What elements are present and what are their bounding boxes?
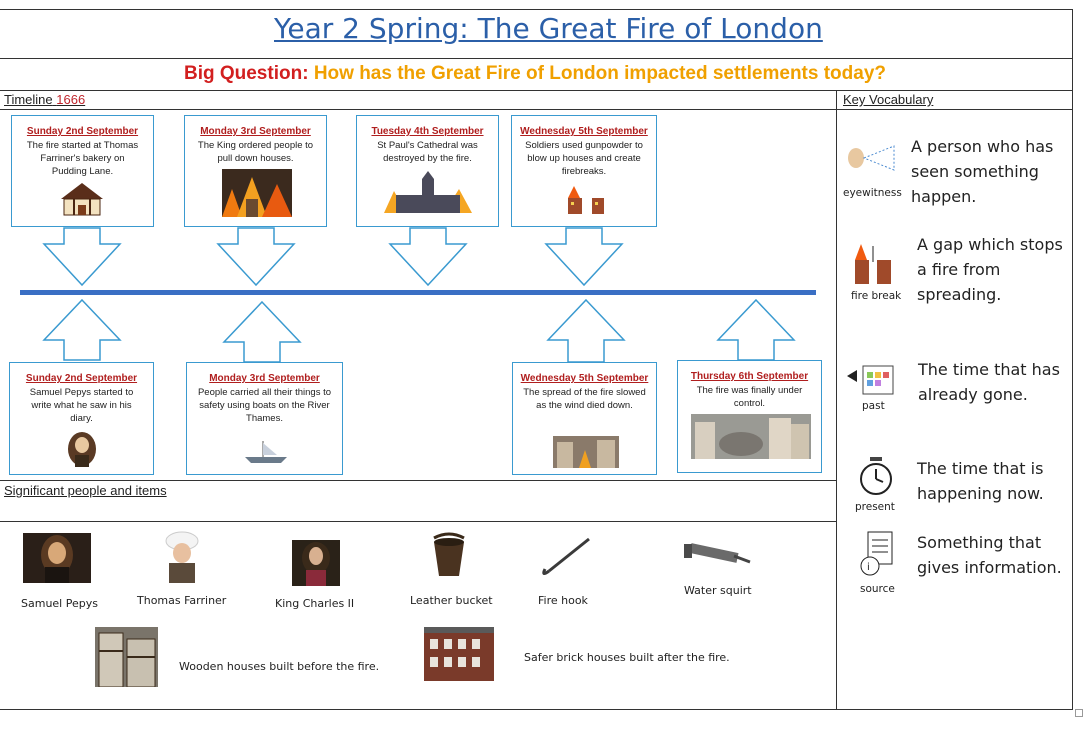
event-text: St Paul's Cathedral was destroyed by the… — [377, 140, 478, 164]
ruined-street-icon — [691, 414, 811, 459]
samuel-pepys-portrait — [23, 533, 91, 583]
down-arrow — [544, 227, 624, 287]
vocab-definition: A gap which stops a fire from spreading. — [917, 235, 1063, 304]
title-bottom-rule — [0, 58, 1073, 59]
vocab-word: eyewitness — [843, 187, 902, 199]
king-charles-portrait — [292, 540, 340, 586]
item-label: Water squirt — [684, 584, 752, 597]
event-date: Wednesday 5th September — [520, 373, 649, 384]
event-text: The King ordered people to pull down hou… — [197, 140, 314, 164]
vocab-divider — [836, 90, 837, 710]
bottom-border — [0, 709, 1073, 710]
wooden-houses-photo — [95, 627, 158, 687]
event-box-top: Tuesday 4th September St Paul's Cathedra… — [356, 115, 499, 227]
event-box-top: Monday 3rd September The King ordered pe… — [184, 115, 327, 227]
timeline-graphic — [20, 227, 816, 363]
up-arrow — [546, 298, 626, 363]
heading-bottom-rule — [0, 109, 1073, 110]
event-date: Sunday 2nd September — [26, 126, 139, 137]
down-arrow — [42, 227, 122, 287]
event-date: Sunday 2nd September — [25, 373, 138, 384]
item-label: Thomas Farriner — [137, 594, 227, 607]
clock-icon — [860, 457, 892, 495]
event-date: Wednesday 5th September — [520, 126, 648, 137]
top-border — [0, 9, 1073, 10]
item-label: Leather bucket — [410, 594, 493, 607]
smouldering-street-icon — [553, 436, 619, 468]
burning-houses-icon — [222, 169, 292, 217]
vocab-definition: The time that is happening now. — [917, 459, 1044, 503]
svg-text:i: i — [867, 562, 870, 573]
event-date: Monday 3rd September — [209, 373, 320, 384]
event-box-bottom: Thursday 6th September The fire was fina… — [677, 360, 822, 473]
big-question-text: How has the Great Fire of London impacte… — [313, 63, 887, 84]
thomas-farriner-baker — [165, 531, 199, 583]
down-arrow — [388, 227, 468, 287]
up-arrow — [716, 298, 796, 361]
item-label: Fire hook — [538, 594, 588, 607]
vocab-heading: Key Vocabulary — [843, 92, 934, 107]
item-label: Wooden houses built before the fire. — [179, 660, 380, 673]
timeline-bar — [20, 290, 816, 295]
vocab-definition: A person who has seen something happen. — [911, 137, 1054, 206]
event-text: The fire was finally under control. — [696, 385, 803, 409]
item-label: Samuel Pepys — [21, 597, 98, 610]
document-source-icon: i — [860, 531, 893, 576]
vocab-word: past — [862, 400, 885, 412]
item-label: King Charles II — [275, 597, 355, 610]
event-box-bottom: Wednesday 5th September The spread of th… — [512, 362, 657, 475]
right-border — [1072, 9, 1073, 710]
vocab-definition: The time that has already gone. — [918, 360, 1060, 404]
vocab-definition: Something that gives information. — [917, 533, 1062, 577]
event-date: Thursday 6th September — [690, 371, 809, 382]
bakery-house-icon — [61, 183, 103, 216]
calendar-past-icon — [847, 365, 894, 395]
people-heading-rule — [0, 521, 836, 522]
event-date: Monday 3rd September — [200, 126, 311, 137]
item-label: Safer brick houses built after the fire. — [524, 651, 730, 664]
event-box-top: Sunday 2nd September The fire started at… — [11, 115, 154, 227]
eye-witness-icon — [848, 145, 895, 171]
burning-cathedral-icon — [384, 171, 472, 213]
up-arrow — [42, 298, 122, 361]
event-text: People carried all their things to safet… — [197, 387, 332, 424]
event-text: Samuel Pepys started to write what he sa… — [29, 387, 134, 424]
pepys-portrait-icon — [68, 432, 96, 467]
timeline-heading: Timeline 1666 — [4, 92, 85, 107]
page-title: Year 2 Spring: The Great Fire of London — [274, 12, 823, 45]
event-text: The spread of the fire slowed as the win… — [523, 387, 646, 411]
event-date: Tuesday 4th September — [371, 126, 484, 137]
resize-handle[interactable] — [1075, 709, 1083, 717]
fire-hook-icon — [542, 537, 590, 576]
boat-icon — [245, 441, 287, 463]
people-heading: Significant people and items — [4, 483, 167, 498]
timeline-heading-label: Timeline — [4, 92, 53, 107]
big-question-label: Big Question: — [183, 63, 309, 84]
leather-bucket-icon — [433, 532, 465, 576]
brick-houses-photo — [424, 627, 494, 681]
up-arrow — [222, 300, 302, 363]
water-squirt-icon — [684, 543, 751, 564]
timeline-year: 1666 — [56, 92, 86, 107]
event-box-bottom: Sunday 2nd September Samuel Pepys starte… — [9, 362, 154, 475]
event-box-bottom: Monday 3rd September People carried all … — [186, 362, 343, 475]
vocab-word: present — [855, 501, 895, 513]
down-arrow — [216, 227, 296, 287]
event-box-top: Wednesday 5th September Soldiers used gu… — [511, 115, 657, 227]
question-bottom-rule — [0, 90, 1073, 91]
event-text: The fire started at Thomas Farriner's ba… — [26, 140, 139, 177]
timeline-bottom-rule — [0, 480, 836, 481]
vocab-word: source — [860, 583, 895, 595]
fire-break-icon — [855, 244, 891, 284]
firebreak-icon — [568, 186, 604, 214]
event-text: Soldiers used gunpowder to blow up house… — [525, 140, 643, 177]
vocab-word: fire break — [851, 290, 902, 302]
big-question: Big Question: How has the Great Fire of … — [0, 63, 1070, 85]
